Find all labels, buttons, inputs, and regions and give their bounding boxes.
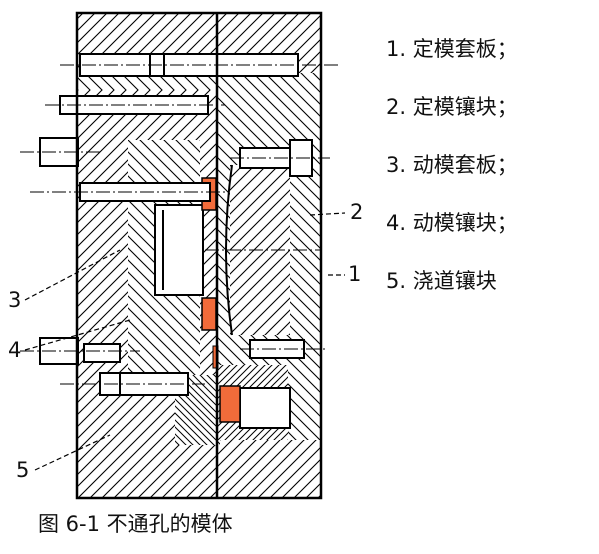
legend-item-sprue-insert: 5. 浇道镶块 [386, 269, 497, 293]
callout-4: 4 [8, 338, 22, 362]
legend-item-movable-insert: 4. 动模镶块； [386, 211, 518, 235]
legend-item-movable-plate: 3. 动模套板； [386, 153, 518, 177]
sprue-insert [175, 365, 291, 445]
center-lines [20, 64, 340, 385]
callout-2: 2 [350, 200, 364, 224]
figure-caption: 图 6-1 不通孔的模体 [38, 512, 233, 536]
outline [75, 11, 323, 500]
cavity [154, 204, 204, 296]
leader-lines [24, 212, 346, 471]
legend-item-fixed-insert: 2. 定模镶块； [386, 95, 518, 119]
parts-legend: 1. 定模套板； 2. 定模镶块； 3. 动模套板； 4. 动模镶块； 5. 浇… [386, 20, 596, 310]
callout-1: 1 [348, 262, 362, 286]
callout-5: 5 [16, 458, 30, 482]
legend-item-fixed-plate: 1. 定模套板； [386, 37, 518, 61]
callout-3: 3 [8, 288, 22, 312]
